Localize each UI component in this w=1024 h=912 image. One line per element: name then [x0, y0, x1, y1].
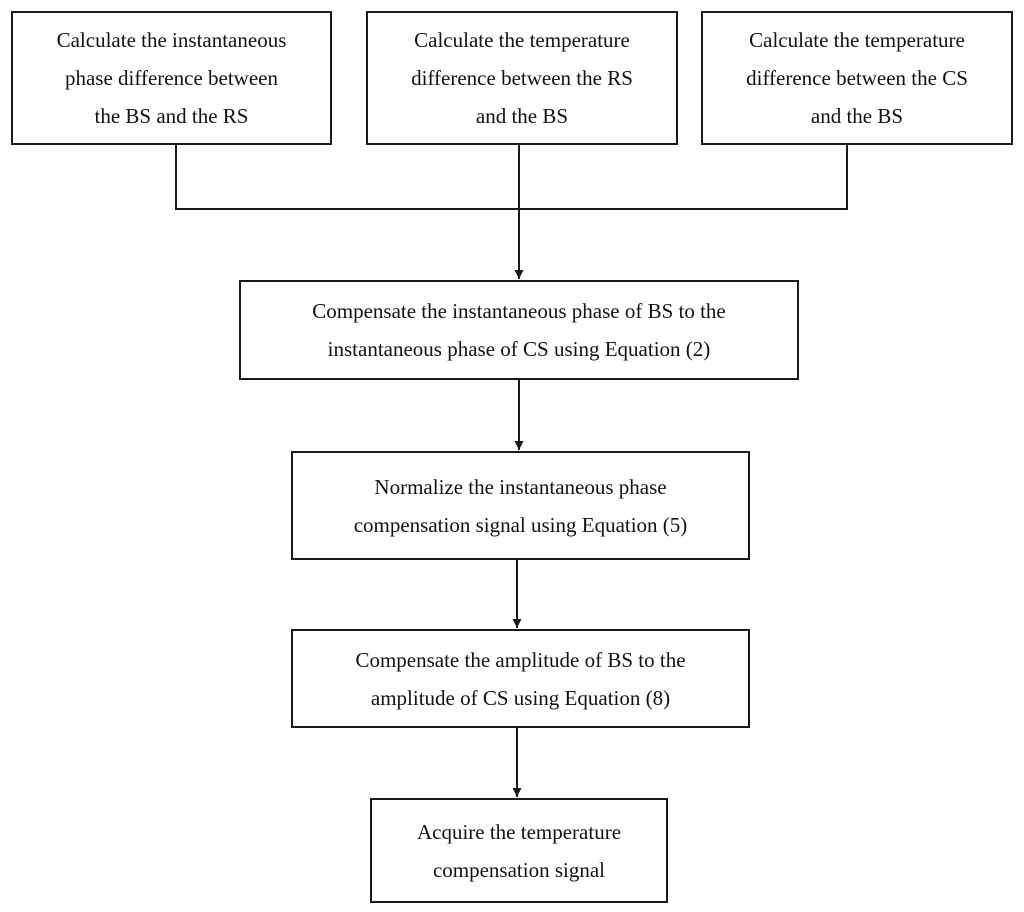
step-box-phase-compensation: Compensate the instantaneous phase of BS…: [239, 280, 799, 380]
step-text: Acquire the temperature compensation sig…: [416, 819, 622, 882]
step-box-normalization: Normalize the instantaneous phase compen…: [291, 451, 750, 560]
step-text: Calculate the temperature difference bet…: [411, 28, 633, 128]
step-box-temperature-difference-rs-bs: Calculate the temperature difference bet…: [366, 11, 678, 145]
step-box-temperature-difference-cs-bs: Calculate the temperature difference bet…: [701, 11, 1013, 145]
step-text: Calculate the temperature difference bet…: [746, 28, 968, 128]
step-text: Normalize the instantaneous phase compen…: [353, 474, 688, 537]
step-text: Compensate the amplitude of BS to the am…: [355, 647, 686, 710]
step-box-amplitude-compensation: Compensate the amplitude of BS to the am…: [291, 629, 750, 728]
step-box-acquire-signal: Acquire the temperature compensation sig…: [370, 798, 668, 903]
step-box-phase-difference-bs-rs: Calculate the instantaneous phase differ…: [11, 11, 332, 145]
step-text: Calculate the instantaneous phase differ…: [56, 28, 287, 128]
step-text: Compensate the instantaneous phase of BS…: [312, 299, 726, 361]
